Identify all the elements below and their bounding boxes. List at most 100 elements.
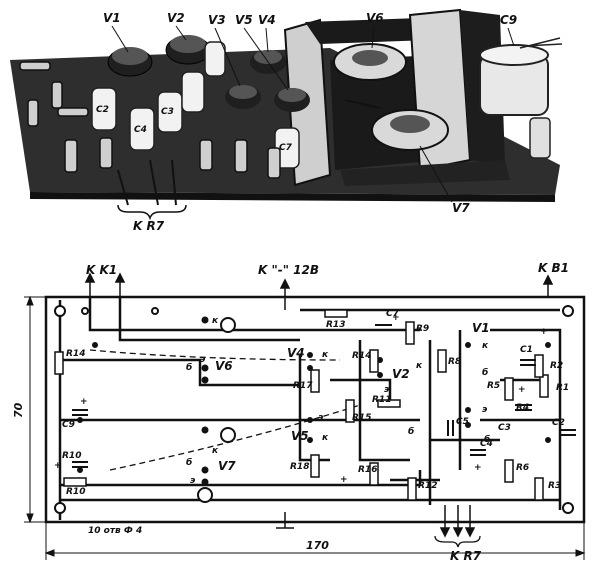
pcb-label-v6: V6: [215, 359, 233, 373]
pin-v2-b: б: [408, 426, 414, 437]
pcb-mounting-holes: [54, 305, 574, 514]
pcb-plus-misc: +: [340, 475, 348, 485]
pcb-plus-c9: +: [80, 397, 88, 407]
terminal-label-k-b1: K B1: [538, 261, 569, 275]
pcb-label-v5: V5: [291, 429, 309, 443]
pin-v6-k: к: [212, 316, 219, 326]
photo-leader-lines: [111, 25, 515, 203]
pcb-label-r16: R16: [358, 465, 377, 475]
pcb-label-v1: V1: [472, 321, 490, 335]
photo-mark-c3: C3: [161, 107, 174, 117]
pin-v7-e: э: [190, 476, 196, 486]
pcb-terminal-arrows: [84, 272, 554, 538]
pcb-label-v7: V7: [218, 459, 236, 473]
photo-transistor-v5: [274, 88, 310, 112]
photo-transistor-v1: [107, 47, 153, 77]
pin-v2-e: э: [384, 385, 390, 395]
pcb-label-r4: R4: [516, 403, 529, 413]
photo-transistor-v7: [371, 109, 449, 151]
pcb-ground-mark: [276, 512, 294, 529]
photo-label-v3: V3: [208, 13, 226, 27]
photo-capacitor-c9: [479, 37, 563, 159]
photo-kr7-brace: [117, 204, 187, 221]
pin-v7-b: б: [186, 457, 192, 468]
photo-resistors: [19, 61, 281, 179]
photo-capacitor-marks: C2 C4 C3 C7: [96, 105, 293, 153]
holes-note: 10 отв Ф 4: [88, 526, 142, 536]
pcb-label-r14b: R14: [352, 351, 371, 361]
terminal-label-k-k1: K K1: [86, 263, 117, 277]
pcb-layout-drawing: K K1 K "-" 12B K B1 K R7 V1 V2 V4 V5 V6 …: [12, 261, 586, 563]
photo-label-k-r7: K R7: [133, 219, 165, 232]
pcb-kr7-brace: [434, 535, 481, 548]
photo-label-c9: C9: [500, 13, 517, 27]
pcb-label-c3: C3: [498, 423, 511, 433]
pcb-label-r11: R11: [372, 395, 391, 405]
pcb-label-c4: C4: [480, 439, 493, 449]
assembled-board-photo: C2 C4 C3 C7 V1 V2 V3 V5 V4 V6 C9 V7: [10, 8, 563, 232]
photo-label-v7: V7: [452, 201, 470, 215]
pcb-tracks: [58, 297, 562, 520]
pin-v5-k: к: [322, 433, 329, 443]
photo-mark-c2: C2: [96, 105, 109, 115]
dimension-width: 170: [306, 539, 329, 552]
pcb-label-r9: R9: [416, 324, 429, 334]
pin-v6-b: б: [186, 362, 192, 373]
pin-v1-b: б: [482, 367, 488, 378]
photo-label-v6: V6: [366, 11, 384, 25]
pcb-label-r10: R10: [66, 487, 85, 497]
pin-v6-e: э: [200, 355, 206, 365]
photo-transistor-v3: [225, 85, 261, 109]
pcb-label-r1: R1: [556, 383, 569, 393]
pcb-solder-pads: [77, 316, 551, 486]
pcb-label-r15: R15: [352, 413, 371, 423]
terminal-label-k-r7: K R7: [450, 549, 482, 563]
pcb-label-c10: R10: [62, 451, 81, 461]
pcb-label-r12: R12: [418, 481, 437, 491]
photo-electrolytic-capacitors: [91, 41, 300, 169]
pcb-plus-c7: +: [392, 313, 400, 323]
photo-heatsink: [283, 8, 510, 187]
pcb-dashed-jumpers: [89, 349, 361, 471]
pin-v7-k: к: [212, 446, 219, 456]
pcb-label-c5: C5: [456, 417, 469, 427]
pcb-label-r5: R5: [487, 381, 500, 391]
pcb-label-r8: R8: [448, 357, 461, 367]
pcb-plus-c4: +: [474, 463, 482, 473]
terminal-label-k-12v: K "-" 12B: [258, 263, 319, 277]
pcb-plus-c3: +: [518, 385, 526, 395]
photo-label-v1: V1: [103, 11, 121, 25]
pcb-capacitor-symbols: [72, 324, 576, 468]
photo-label-v5: V5: [235, 13, 253, 27]
dimension-lines: [24, 295, 586, 560]
pcb-label-c9: C9: [62, 420, 75, 430]
photo-mark-c4: C4: [134, 125, 147, 135]
pcb-label-v2: V2: [392, 367, 410, 381]
pcb-label-c1: C1: [520, 345, 533, 355]
pcb-resistor-bodies: [54, 309, 549, 501]
pin-v1-k: к: [482, 341, 489, 351]
pcb-label-r14: R14: [66, 349, 85, 359]
pcb-label-r3: R3: [548, 481, 561, 491]
pin-v2-k: к: [416, 361, 423, 371]
pcb-plus-c10: +: [54, 461, 62, 471]
pcb-label-r18: R18: [290, 462, 309, 472]
pin-v4-k: к: [322, 350, 329, 360]
pcb-label-c2: C2: [552, 418, 565, 428]
photo-leads: [117, 99, 381, 206]
pin-v1b-b: б: [484, 434, 490, 445]
dimension-height: 70: [12, 402, 25, 418]
photo-transistor-v6: [333, 43, 407, 81]
pcb-label-r17: R17: [293, 381, 313, 391]
pcb-label-c7: C7: [386, 309, 400, 319]
photo-board-edge: [30, 192, 555, 202]
photo-label-v4: V4: [258, 13, 276, 27]
photo-mark-c7: C7: [279, 143, 293, 153]
pcb-plus-c1: +: [540, 327, 548, 337]
pcb-label-r2: R2: [550, 361, 563, 371]
pin-v5-e: э: [318, 413, 324, 423]
pcb-label-v4: V4: [287, 346, 305, 360]
photo-transistor-v2: [165, 35, 211, 65]
pin-v1-e: э: [482, 405, 488, 415]
photo-label-v2: V2: [167, 11, 185, 25]
